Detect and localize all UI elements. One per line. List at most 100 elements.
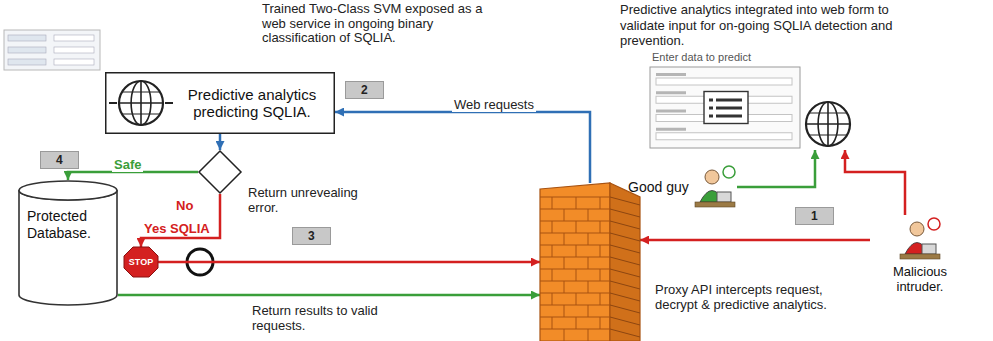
list-bullet [709,99,713,102]
brick-joint [540,305,610,306]
person-icon [900,218,940,259]
laptop [717,192,731,202]
database-cylinder: Protected Database. [18,180,118,305]
globe-icon [119,81,163,125]
malicious-user: Malicious intruder. [870,215,970,305]
callout-number-holder: 1 [795,206,834,225]
brick-joint [600,221,601,233]
brick-joint [552,245,553,257]
brick-joint [552,293,553,305]
process-label: Predictive analytics predicting SQLIA. [175,86,329,121]
brick-joint [610,257,640,265]
connector [118,294,540,297]
brick-joint [600,197,601,209]
box-border [106,73,335,134]
brick-joint [564,281,565,293]
list-bullet [709,115,713,118]
connector [158,261,540,264]
process-box: Predictive analytics predicting SQLIA. [105,72,335,134]
brick-joint [552,221,553,233]
firewall-outline [540,183,640,341]
thumbnail-field [54,35,94,41]
diamond-outline [199,151,241,193]
globe-parallel [122,113,160,114]
person-icon [695,166,735,207]
brick-wall [540,183,640,341]
service-thumbnail [4,30,100,70]
thought-bubble [723,166,735,178]
brick-joint [576,293,577,305]
edge-label-holder: Yes SQLIA [142,219,212,237]
brick-joint [540,329,610,330]
form-screenshot [650,67,800,148]
connector [219,134,222,150]
brick-joint [600,269,601,281]
brick-joint [552,317,553,329]
globe-parallel [122,91,160,92]
cylinder-top [19,181,117,200]
callout-number: 1 [795,207,834,225]
brick-joint [552,269,553,281]
stop-octagon [124,247,158,277]
brick-joint [610,245,640,253]
callout-number-holder: 2 [345,80,384,99]
person-head [910,222,924,236]
laptop [922,244,936,254]
list-line [716,107,742,110]
globe-parallel [809,134,847,135]
field-caption-bar [656,91,686,94]
connector [845,150,905,215]
callout-text-holder: Return unrevealing error. [248,186,378,216]
thumbnail-field [8,59,46,65]
globe-parallel [806,123,850,125]
desk [695,202,735,207]
wall-front [540,183,610,341]
callout-text: Return unrevealing error. [248,186,378,216]
field-caption-bar [656,110,686,113]
brick-joint [610,329,640,337]
cylinder-body [19,190,117,305]
brick-joint [564,305,565,317]
brick-joint [576,245,577,257]
connector [141,194,220,247]
edge-label: Web requests [452,97,536,112]
document-icon [704,92,748,124]
edge-label: Safe [112,157,143,172]
callout-text: Trained Two-Class SVM exposed as a web s… [262,2,502,46]
connector [335,112,590,183]
globe-parallel [809,112,847,113]
globe-tick [109,102,117,104]
brick-joint [610,317,640,325]
brick-joint [540,209,610,210]
brick-joint [564,209,565,221]
brick-joint [588,281,589,293]
edge-label: Yes SQLIA [142,221,212,236]
list-line [716,99,742,102]
globe-icon [806,102,850,146]
brick-joint [576,221,577,233]
brick-joint [588,257,589,269]
brick-joint [564,257,565,269]
edge-label-holder: Return results to valid requests. [250,304,385,334]
edge-label-holder: Web requests [452,95,536,113]
database-label: Protected Database. [27,208,112,242]
brick-joint [600,293,601,305]
wall-side [610,183,640,341]
decision-diamond: No [198,150,242,194]
input-field [656,78,792,85]
web-form: Predictive analytics integrated into web… [620,2,905,150]
form-caption: Enter data to predict [620,51,905,63]
form-window [650,67,800,148]
callout-number-holder: 3 [292,226,331,245]
brick-joint [588,209,589,221]
globe-parallel [119,102,163,104]
brick-joint [610,233,640,241]
stop-text: STOP [129,257,153,267]
brick-joint [610,281,640,289]
desk [900,254,940,259]
brick-joint [540,281,610,282]
form-heading: Predictive analytics integrated into web… [620,2,905,49]
brick-joint [588,305,589,317]
